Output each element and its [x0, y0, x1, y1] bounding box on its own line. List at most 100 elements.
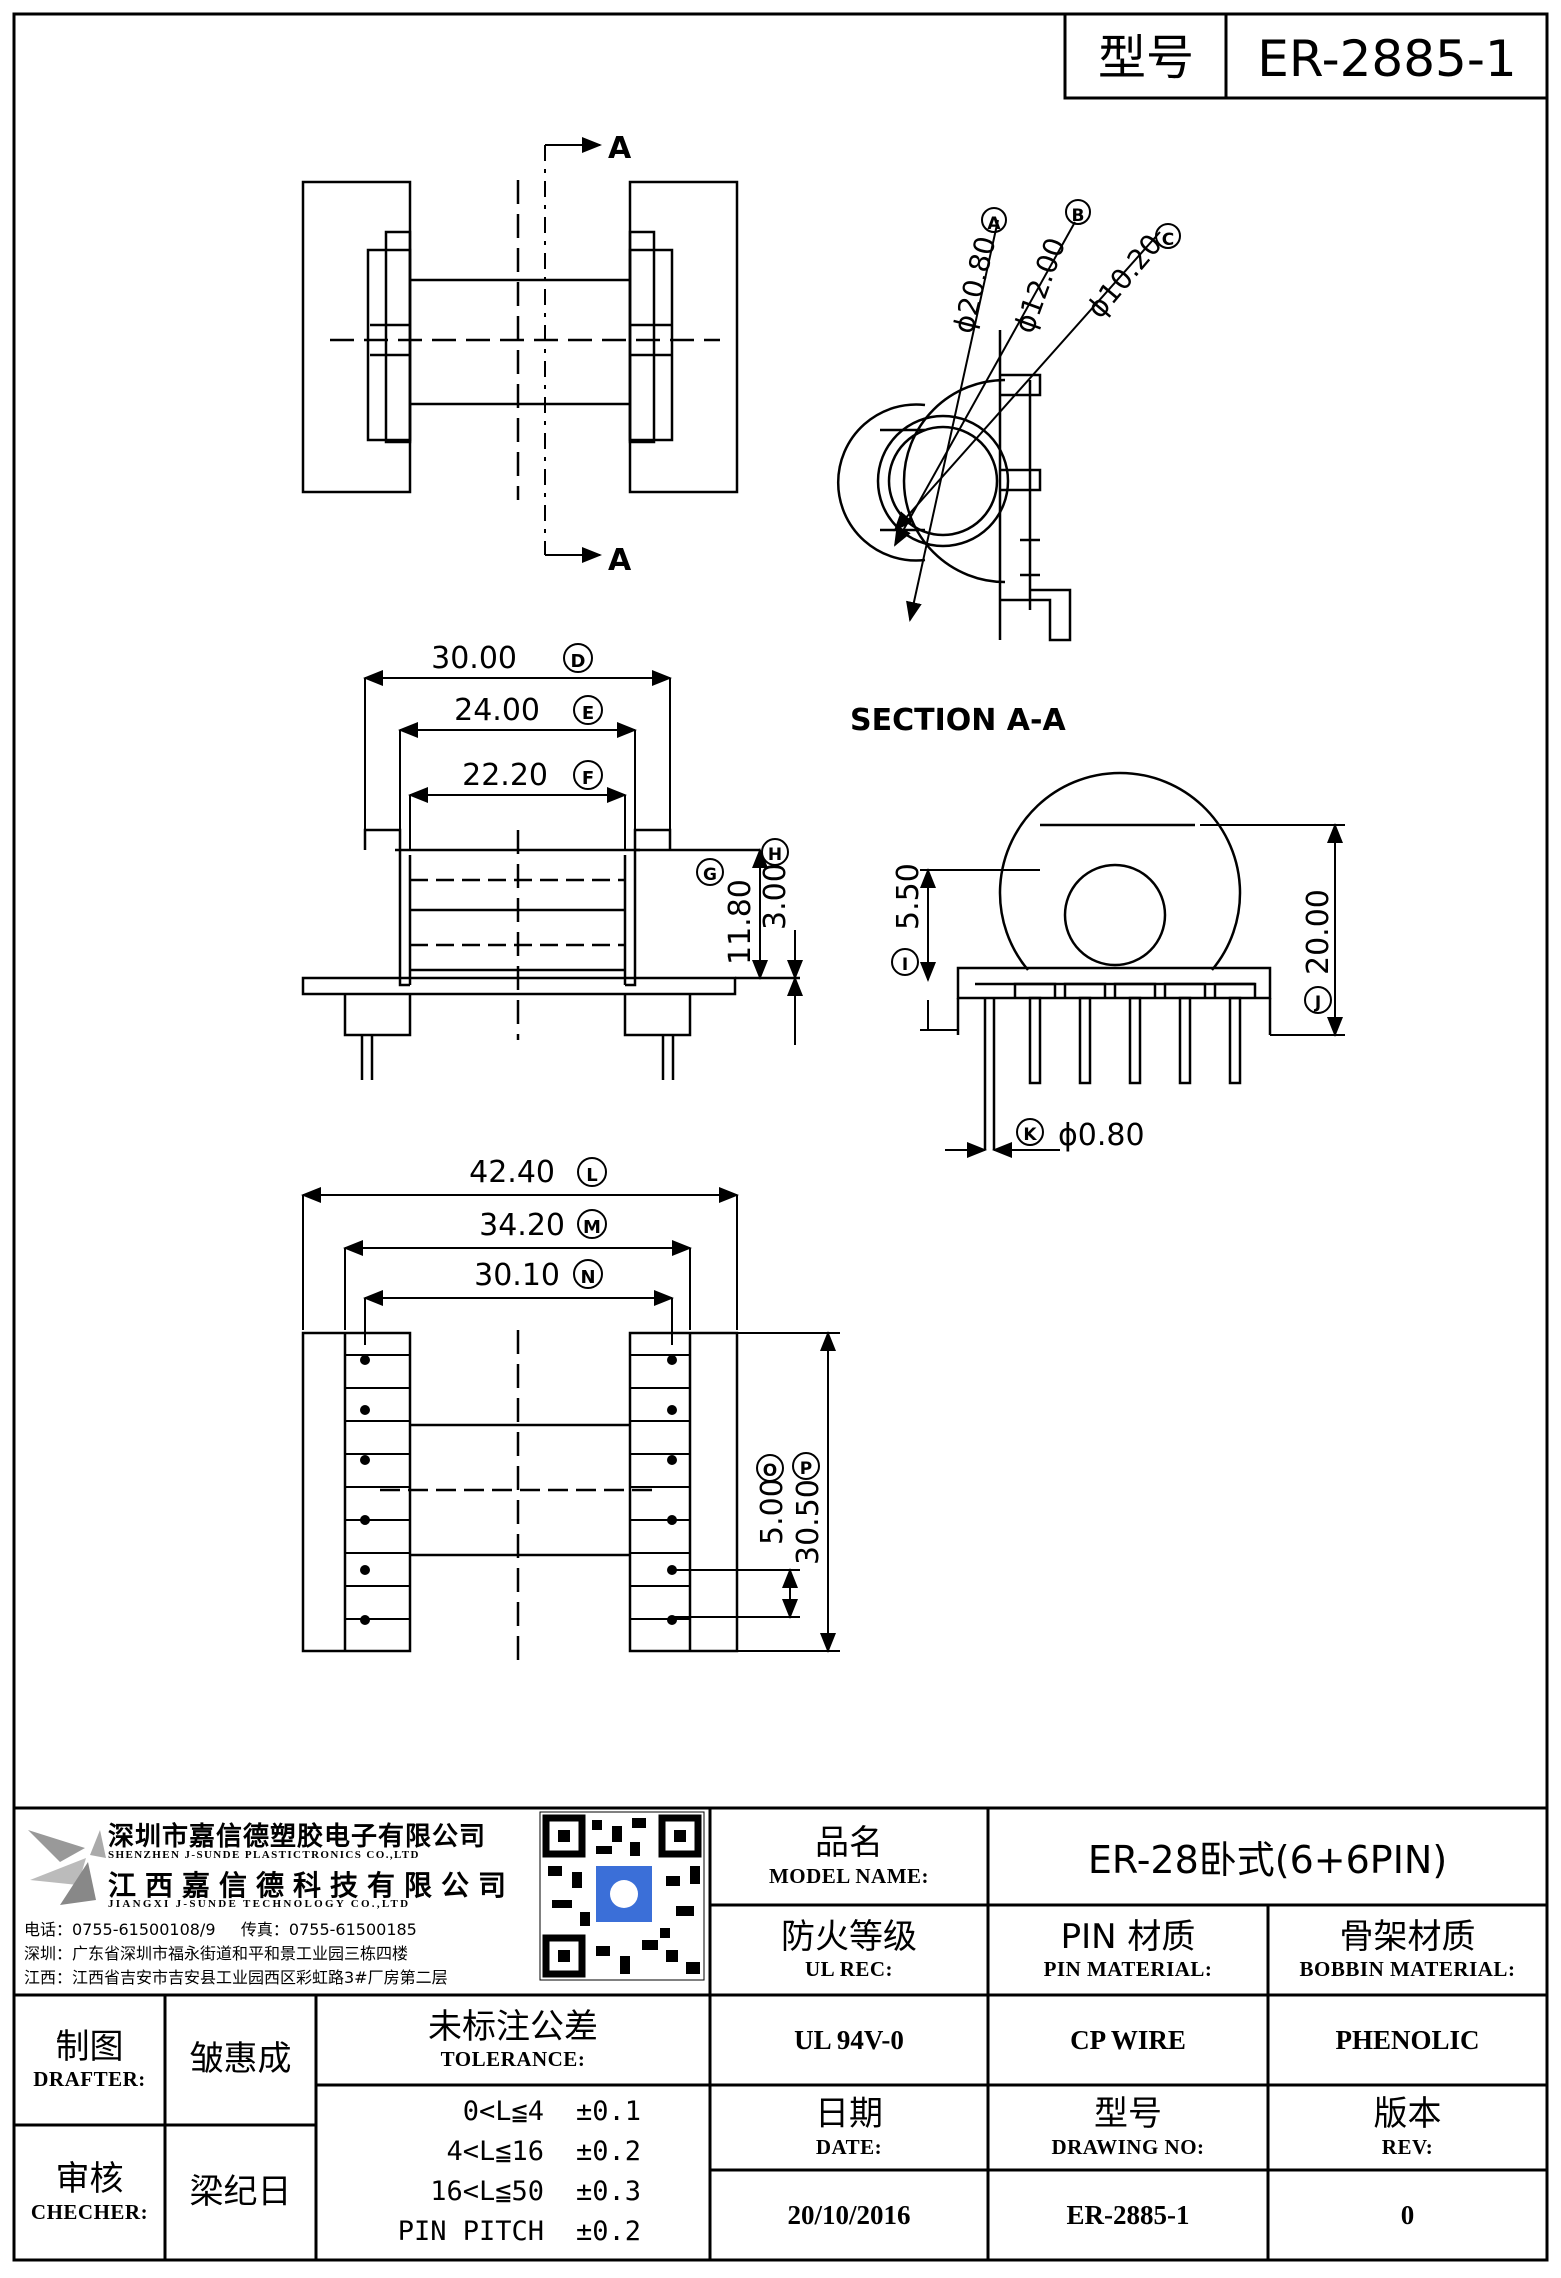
- bottom-view: [301, 1330, 739, 1660]
- svg-text:D: D: [571, 651, 586, 672]
- pin-hole: [667, 1405, 677, 1415]
- svg-text:F: F: [582, 768, 594, 789]
- pin-hole: [667, 1355, 677, 1365]
- dim-h: 3.00: [758, 863, 793, 930]
- title-block-grid: [14, 1806, 1547, 2260]
- top-view: [301, 137, 739, 563]
- svg-text:C: C: [1162, 230, 1174, 250]
- svg-text:B: B: [1072, 206, 1085, 226]
- pin: [1028, 996, 1042, 1085]
- section-mark-top: A: [608, 131, 632, 166]
- dim-j: 20.00: [1301, 889, 1336, 975]
- sheet-border: [12, 12, 1549, 2262]
- pin: [1178, 996, 1192, 1085]
- tolerance-row: 4<L≦16 ±0.2: [316, 2136, 710, 2172]
- company-name-jx: 江西嘉信德科技有限公司: [108, 1869, 516, 1902]
- tolerance-value: ±0.2: [576, 2216, 642, 2247]
- svg-text:K: K: [1023, 1125, 1037, 1145]
- dim-k: ϕ0.80: [1058, 1118, 1145, 1153]
- svg-text:N: N: [580, 1267, 595, 1288]
- pin-notch: [1063, 982, 1107, 998]
- dim-i: 5.50: [891, 863, 926, 930]
- dim-section-b: ϕ12.00: [1008, 233, 1073, 337]
- tolerance-range: 4<L≦16: [446, 2136, 544, 2167]
- dim-e: 24.00: [454, 693, 540, 728]
- tolerance-row: PIN PITCH ±0.2: [316, 2216, 710, 2252]
- tolerance-value: ±0.2: [576, 2136, 642, 2167]
- dim-section-c: ϕ10.20: [1080, 228, 1169, 325]
- tolerance-row: 0<L≦4±0.1: [316, 2096, 710, 2132]
- model-name-value: ER-28卧式(6+6PIN): [1087, 1838, 1448, 1882]
- company-address-jx: 江西：江西省吉安市吉安县工业园西区彩虹路3#厂房第二层: [24, 1968, 448, 1987]
- section-mark-bottom: A: [608, 543, 632, 578]
- company-name-jx-en: JIANGXI J-SUNDE TECHNOLOGY CO.,LTD: [108, 1898, 411, 1910]
- pin: [1078, 996, 1092, 1085]
- dim-l: 42.40: [469, 1155, 555, 1190]
- pin-material-value: CP WIRE: [1070, 2024, 1186, 2055]
- tolerance-range: 0<L≦4: [462, 2096, 544, 2127]
- bobbin-material-value: PHENOLIC: [1335, 2024, 1480, 2055]
- dim-p: 30.50: [791, 1479, 826, 1565]
- tolerance-value: ±0.3: [576, 2176, 642, 2207]
- model-value: ER-2885-1: [1257, 30, 1516, 88]
- pin-hole: [360, 1455, 370, 1465]
- company-contact: 电话：0755-61500108/9 传真：0755-61500185: [24, 1920, 417, 1939]
- tolerance-range: PIN PITCH: [397, 2216, 544, 2247]
- pin-hole: [360, 1565, 370, 1575]
- svg-text:P: P: [800, 1459, 812, 1479]
- dim-d: 30.00: [431, 641, 517, 676]
- end-dims: [920, 823, 1345, 1158]
- company-address-sz: 深圳：广东省深圳市福永街道和平和景工业园三栋四楼: [24, 1944, 409, 1963]
- pin-notch: [1163, 982, 1207, 998]
- svg-text:E: E: [582, 703, 594, 724]
- model-label: 型号: [1098, 30, 1194, 86]
- end-view-pins: [1013, 982, 1257, 1085]
- svg-text:L: L: [586, 1165, 597, 1186]
- bottom-dims: [301, 1187, 840, 1653]
- tolerance-row: 16<L≦50 ±0.3: [316, 2176, 710, 2212]
- drafter-name: 皱惠成: [189, 2039, 292, 2080]
- pin-hole: [360, 1405, 370, 1415]
- company-name-sz-en: SHENZHEN J-SUNDE PLASTICTRONICS CO.,LTD: [108, 1849, 420, 1861]
- svg-text:J: J: [1314, 993, 1321, 1013]
- pin-notch: [1213, 982, 1257, 998]
- pin-hole: [360, 1615, 370, 1625]
- pin-hole: [667, 1455, 677, 1465]
- drawing-no-value: ER-2885-1: [1066, 2199, 1190, 2230]
- model-box: [1063, 12, 1549, 100]
- svg-text:H: H: [768, 845, 782, 865]
- rev-value: 0: [1400, 2199, 1415, 2230]
- side-dims: [363, 670, 803, 1045]
- end-view: [956, 771, 1272, 1150]
- svg-text:A: A: [987, 214, 1001, 234]
- ul-value: UL 94V-0: [794, 2024, 904, 2055]
- section-title: SECTION A-A: [850, 703, 1066, 738]
- dim-n: 30.10: [474, 1258, 560, 1293]
- pin: [1228, 996, 1242, 1085]
- section-leaders: [893, 219, 1161, 622]
- company-logo: [28, 1830, 106, 1905]
- tolerance-range: 16<L≦50: [430, 2176, 544, 2207]
- pin-notch: [1113, 982, 1157, 998]
- checker-name: 梁纪日: [189, 2171, 292, 2212]
- pin-hole: [360, 1515, 370, 1525]
- dim-o: 5.00: [755, 1478, 790, 1545]
- svg-text:M: M: [583, 1217, 601, 1238]
- dim-f: 22.20: [462, 758, 548, 793]
- company-name-sz: 深圳市嘉信德塑胶电子有限公司: [108, 1822, 487, 1852]
- svg-text:G: G: [703, 865, 717, 885]
- pin-notch: [1013, 982, 1057, 998]
- dim-g: 11.80: [723, 879, 758, 965]
